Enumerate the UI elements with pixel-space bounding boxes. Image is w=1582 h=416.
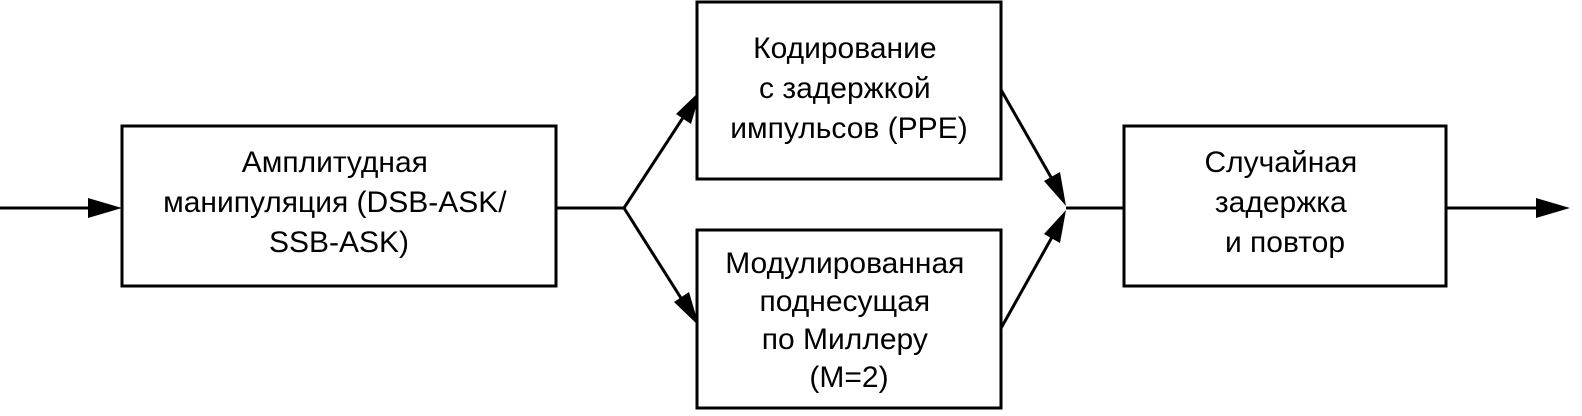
edge-ppe-to-random bbox=[998, 87, 1058, 187]
node-ppe-line-3: импульсов (PPE) bbox=[730, 112, 967, 145]
node-ask-line-1: Амплитудная bbox=[242, 146, 428, 179]
node-miller-line-1: Модулированная bbox=[725, 247, 964, 280]
node-miller-line-3: по Миллеру bbox=[762, 323, 928, 356]
node-random-line-2: задержка bbox=[1215, 186, 1347, 219]
edges bbox=[0, 87, 1570, 331]
arrowhead-merge-top bbox=[1044, 172, 1066, 206]
node-ask: Амплитудная манипуляция (DSB-ASK/ SSB-AS… bbox=[120, 124, 558, 288]
node-random: Случайная задержка и повтор bbox=[1122, 124, 1448, 288]
node-miller-box bbox=[695, 228, 1003, 410]
node-random-box bbox=[1122, 124, 1448, 288]
node-random-line-1: Случайная bbox=[1204, 146, 1357, 179]
arrowhead-ask-input bbox=[88, 198, 122, 218]
arrowhead-ppe-in bbox=[676, 90, 701, 124]
arrowhead-merge-bottom bbox=[1044, 210, 1066, 243]
arrowhead-miller-in bbox=[674, 292, 699, 326]
node-ppe-label: Кодирование с задержкой импульсов (PPE) bbox=[730, 32, 967, 145]
node-ppe: Кодирование с задержкой импульсов (PPE) bbox=[695, 0, 1003, 181]
node-ask-line-3: SSB-ASK) bbox=[269, 226, 409, 259]
edge-miller-to-random bbox=[998, 229, 1058, 331]
node-random-line-3: и повтор bbox=[1225, 226, 1345, 259]
node-ask-label: Амплитудная манипуляция (DSB-ASK/ SSB-AS… bbox=[163, 146, 515, 259]
node-ask-box bbox=[120, 124, 558, 288]
edge-ask-to-ppe bbox=[622, 109, 690, 209]
node-miller-line-2: поднесущая bbox=[760, 285, 931, 318]
arrowhead-output bbox=[1536, 198, 1570, 218]
node-miller: Модулированная поднесущая по Миллеру (M=… bbox=[695, 228, 1003, 410]
node-miller-label: Модулированная поднесущая по Миллеру (M=… bbox=[725, 247, 973, 394]
node-ask-line-2: манипуляция (DSB-ASK/ bbox=[163, 186, 507, 219]
node-ppe-line-2: с задержкой bbox=[759, 72, 931, 105]
node-ppe-line-1: Кодирование bbox=[753, 32, 936, 65]
node-random-label: Случайная задержка и повтор bbox=[1204, 146, 1365, 259]
node-ppe-box bbox=[695, 0, 1003, 181]
node-miller-line-4: (M=2) bbox=[809, 361, 888, 394]
edge-ask-to-miller bbox=[622, 207, 688, 307]
